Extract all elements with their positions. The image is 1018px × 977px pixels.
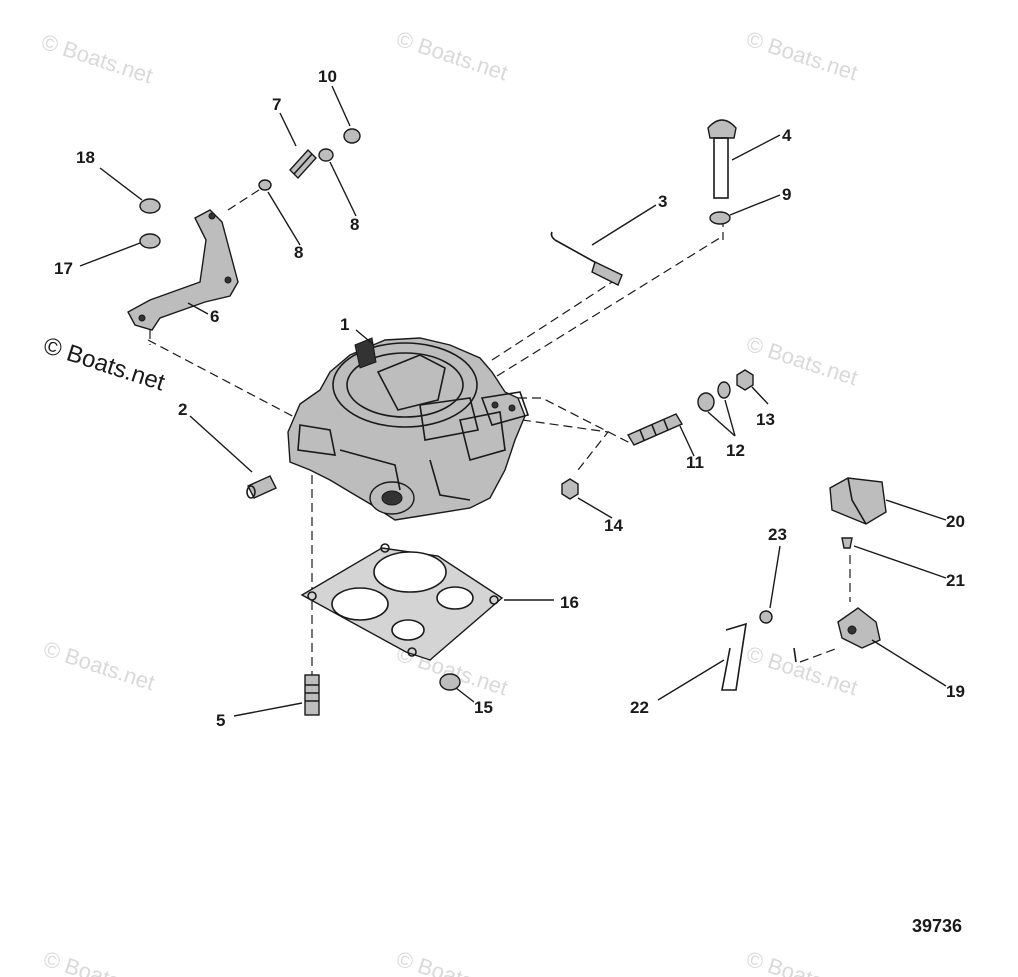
watermark-text: © Boats.net	[743, 331, 860, 390]
callout-8-upper-right: 8	[350, 215, 359, 234]
assembly-lines	[147, 187, 851, 692]
callout-18: 18	[76, 148, 95, 167]
callout-16: 16	[560, 593, 579, 612]
callout-labels: 1 2 3 4 5 6 7 8 8 9 10 11 12 13 14 15 16…	[54, 67, 965, 730]
callout-19: 19	[946, 682, 965, 701]
nut-part-10	[343, 128, 361, 144]
watermark-text: © Boats.net	[38, 29, 155, 88]
callout-7: 7	[272, 95, 281, 114]
callout-13: 13	[756, 410, 775, 429]
washer-part-8-lower	[258, 179, 272, 191]
washer-part-8-upper	[318, 148, 334, 162]
callout-22: 22	[630, 698, 649, 717]
callout-14: 14	[604, 516, 623, 535]
callout-6: 6	[210, 307, 219, 326]
watermark-text: © Boats.net	[393, 26, 510, 85]
stud-part-11	[626, 413, 684, 446]
callout-15: 15	[474, 698, 493, 717]
callout-20: 20	[946, 512, 965, 531]
watermark-text: © Boats.net	[393, 946, 510, 977]
callout-23: 23	[768, 525, 787, 544]
watermark-text: © Boats.net	[743, 946, 860, 977]
nut-part-13	[736, 369, 754, 391]
watermark-text-strong: © Boats.net	[40, 332, 168, 397]
watermark-text: © Boats.net	[743, 641, 860, 700]
callout-21: 21	[946, 571, 965, 590]
callout-9: 9	[782, 185, 791, 204]
stud-part-5	[304, 674, 320, 716]
callout-10: 10	[318, 67, 337, 86]
bracket-part-22	[721, 622, 747, 691]
washer-part-12b	[717, 381, 731, 399]
plug-part-15	[439, 673, 461, 691]
rod-part-3	[550, 231, 623, 286]
callout-12: 12	[726, 441, 745, 460]
cover-part-20	[829, 477, 887, 525]
watermark-text: © Boats.net	[40, 636, 157, 695]
washer-part-12a	[697, 392, 715, 412]
screw-part-23	[759, 610, 773, 624]
callout-4: 4	[782, 126, 792, 145]
stud-part-7	[289, 148, 317, 180]
carburetor	[287, 337, 530, 521]
callout-17: 17	[54, 259, 73, 278]
washer-part-9	[709, 211, 731, 225]
nut-part-14	[561, 478, 579, 500]
callout-5: 5	[216, 711, 225, 730]
fitting-part-2	[246, 475, 277, 499]
callout-3: 3	[658, 192, 667, 211]
switch-part-19	[837, 607, 881, 649]
nut-part-18	[139, 198, 161, 214]
callout-8-lower-left: 8	[294, 243, 303, 262]
watermark-text: © Boats.net	[40, 946, 157, 977]
callout-1: 1	[340, 315, 349, 334]
washer-part-17	[139, 233, 161, 249]
drawing-number: 39736	[912, 916, 962, 936]
watermark-text: © Boats.net	[743, 26, 860, 85]
callout-11: 11	[686, 453, 704, 472]
leader-lines	[79, 85, 947, 717]
bolt-part-4	[707, 119, 737, 199]
bracket-part-22-tab	[793, 647, 797, 663]
callout-2: 2	[178, 400, 187, 419]
screw-part-21	[841, 537, 853, 549]
bracket-part-6	[127, 209, 239, 331]
gasket-part-16	[300, 543, 504, 661]
